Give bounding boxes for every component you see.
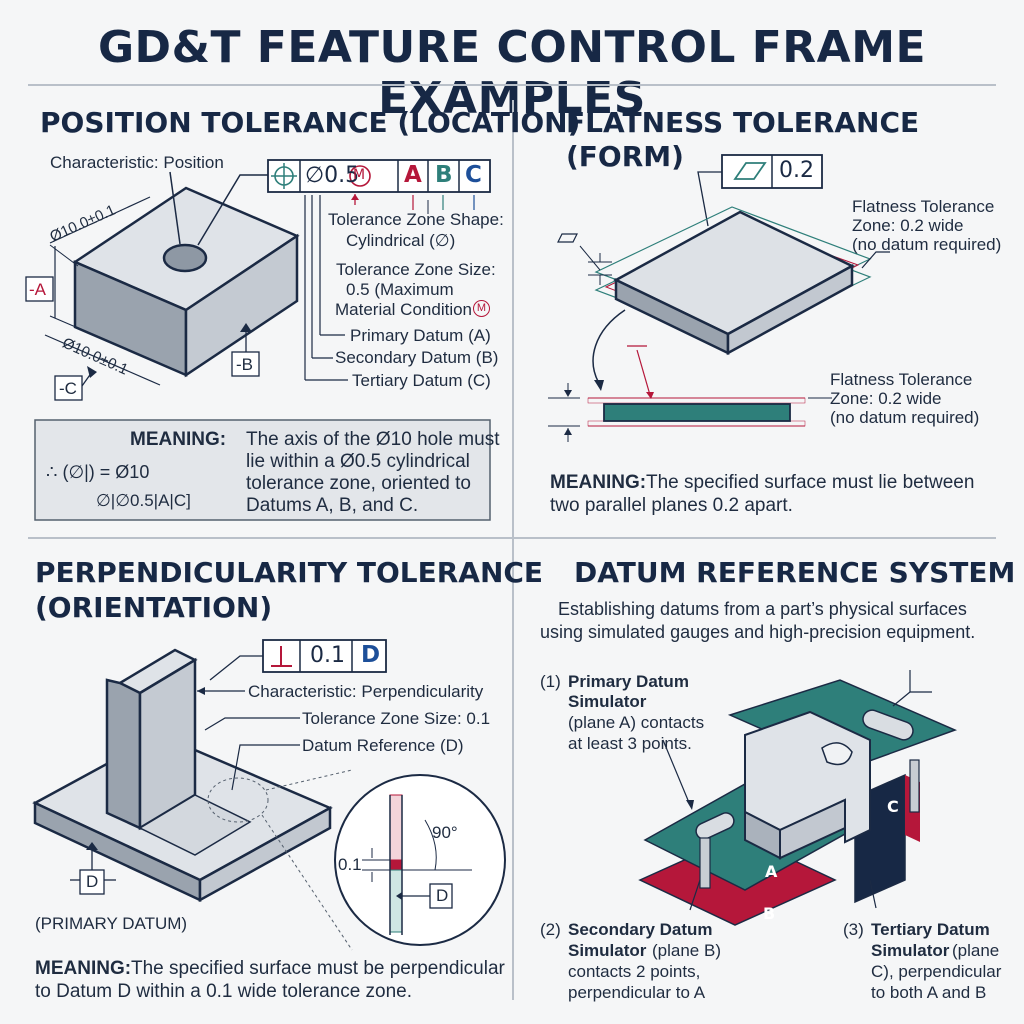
perp-characteristic: Characteristic: Perpendicularity bbox=[248, 682, 484, 701]
flatness-meaning-line1: The specified surface must lie between bbox=[646, 472, 975, 493]
simulator-3-text-2: to both A and B bbox=[871, 983, 987, 1002]
perp-datum-ref: Datum Reference (D) bbox=[302, 736, 464, 755]
flatness-heading: FLATNESS TOLERANCE (FORM) bbox=[566, 106, 920, 173]
datum-c-tag: -C bbox=[59, 379, 77, 398]
fcf-datum-a: A bbox=[404, 162, 422, 188]
datum-system-intro-1: Establishing datums from a part’s physic… bbox=[558, 599, 967, 619]
flatness-zone-bottom-2: Zone: 0.2 wide bbox=[830, 389, 942, 408]
flatness-zone-top-3: (no datum required) bbox=[852, 235, 1002, 254]
flatness-fcf-value: 0.2 bbox=[779, 158, 814, 183]
zone-shape-line1: Tolerance Zone Shape: bbox=[328, 210, 504, 229]
fcf-mmc-modifier: M bbox=[353, 167, 366, 183]
position-heading: POSITION TOLERANCE (LOCATION) bbox=[40, 106, 581, 139]
zone-shape-line2: Cylindrical (∅) bbox=[346, 231, 456, 250]
simulator-2-title-2: Simulator bbox=[568, 941, 647, 960]
position-meaning-line3: tolerance zone, oriented to bbox=[246, 473, 471, 494]
datum-d-tag: D bbox=[86, 872, 99, 891]
perp-meaning-line1: The specified surface must be perpendicu… bbox=[131, 958, 505, 979]
zone-size-line1: Tolerance Zone Size: bbox=[336, 260, 496, 279]
plane-c-label: C bbox=[887, 797, 899, 816]
simulator-2-title-1: Secondary Datum bbox=[568, 920, 713, 939]
simulator-1-num: (1) bbox=[540, 672, 561, 691]
flatness-symbol-icon bbox=[733, 162, 767, 180]
position-meaning-label: MEANING: bbox=[130, 429, 227, 450]
simulator-1-text-1: (plane A) contacts bbox=[568, 713, 705, 732]
simulator-3-title-2: Simulator bbox=[871, 941, 950, 960]
simulator-2-text-1: contacts 2 points, bbox=[568, 962, 701, 981]
fcf-datum-c: C bbox=[465, 162, 482, 188]
detail-size: 0.1 bbox=[338, 855, 362, 874]
zone-size-modifier: M bbox=[473, 300, 490, 317]
zone-size-line2: 0.5 (Maximum bbox=[346, 280, 454, 299]
simulator-3-text-1: C), perpendicular bbox=[871, 962, 1002, 981]
horizontal-divider bbox=[28, 537, 996, 539]
hole bbox=[162, 243, 208, 273]
block-right-face bbox=[184, 233, 299, 378]
simulator-1-text-2: at least 3 points. bbox=[568, 734, 692, 753]
flat-plate-section bbox=[603, 403, 791, 422]
characteristic-position-label: Characteristic: Position bbox=[50, 153, 224, 172]
simulator-1-title-2: Simulator bbox=[568, 692, 647, 711]
perp-meaning-line2: to Datum D within a 0.1 wide tolerance z… bbox=[35, 981, 413, 1002]
perpendicularity-heading-1: PERPENDICULARITY TOLERANCE bbox=[35, 556, 544, 589]
secondary-datum-label: Secondary Datum (B) bbox=[335, 348, 499, 367]
perp-zone-size: Tolerance Zone Size: 0.1 bbox=[302, 709, 491, 728]
detail-angle: 90° bbox=[432, 823, 458, 842]
simulator-2-text-0: (plane B) bbox=[652, 941, 721, 960]
plane-b-label: B bbox=[763, 904, 776, 923]
simulator-2-num: (2) bbox=[540, 920, 561, 939]
flatness-meaning-line2: two parallel planes 0.2 apart. bbox=[550, 495, 793, 516]
tertiary-datum-label: Tertiary Datum (C) bbox=[352, 371, 491, 390]
simulator-3-title-1: Tertiary Datum bbox=[871, 920, 990, 939]
primary-datum-label: Primary Datum (A) bbox=[350, 326, 491, 345]
datum-a-tag: -A bbox=[29, 280, 46, 299]
primary-datum-caption: (PRIMARY DATUM) bbox=[35, 914, 188, 933]
position-meaning-line1: The axis of the Ø10 hole must bbox=[246, 429, 500, 450]
position-meaning-line2: lie within a Ø0.5 cylindrical bbox=[246, 451, 470, 472]
position-formula-2: ∅|∅0.5|A|C] bbox=[96, 491, 191, 510]
flatness-zone-top-1: Flatness Tolerance bbox=[852, 197, 995, 216]
position-meaning-line4: Datums A, B, and C. bbox=[246, 495, 419, 516]
simulator-1-title-1: Primary Datum bbox=[568, 672, 689, 691]
flatness-zone-top-2: Zone: 0.2 wide bbox=[852, 216, 964, 235]
perp-fcf-value: 0.1 bbox=[310, 643, 345, 668]
plane-a-label: A bbox=[765, 862, 778, 881]
position-formula-1: ∴ (∅|) = Ø10 bbox=[46, 462, 150, 482]
page-title: GD&T FEATURE CONTROL FRAME EXAMPLES bbox=[97, 22, 927, 124]
perp-fcf-datum: D bbox=[361, 642, 381, 668]
simulator-3-text-0: (plane bbox=[952, 941, 1000, 960]
fcf-datum-b: B bbox=[435, 162, 453, 188]
fcf-tolerance: ∅0.5 bbox=[305, 163, 360, 188]
datum-system-intro-2: using simulated gauges and high-precisio… bbox=[540, 622, 976, 642]
flatness-zone-bottom-1: Flatness Tolerance bbox=[830, 370, 973, 389]
vertical-divider bbox=[512, 100, 514, 1000]
simulator-3-num: (3) bbox=[843, 920, 864, 939]
detail-circle bbox=[334, 774, 506, 946]
flatness-zone-bottom-3: (no datum required) bbox=[830, 408, 980, 427]
simulator-2-text-2: perpendicular to A bbox=[568, 983, 706, 1002]
datum-system-heading: DATUM REFERENCE SYSTEM bbox=[574, 556, 1016, 589]
detail-datum-tag: D bbox=[436, 886, 449, 905]
perpendicularity-heading-2: (ORIENTATION) bbox=[35, 591, 273, 624]
zone-size-line3: Material Condition bbox=[335, 300, 473, 319]
flatness-meaning-label: MEANING: bbox=[550, 472, 647, 493]
title-divider bbox=[28, 84, 996, 86]
perp-meaning-label: MEANING: bbox=[35, 958, 132, 979]
datum-b-tag: -B bbox=[236, 355, 253, 374]
